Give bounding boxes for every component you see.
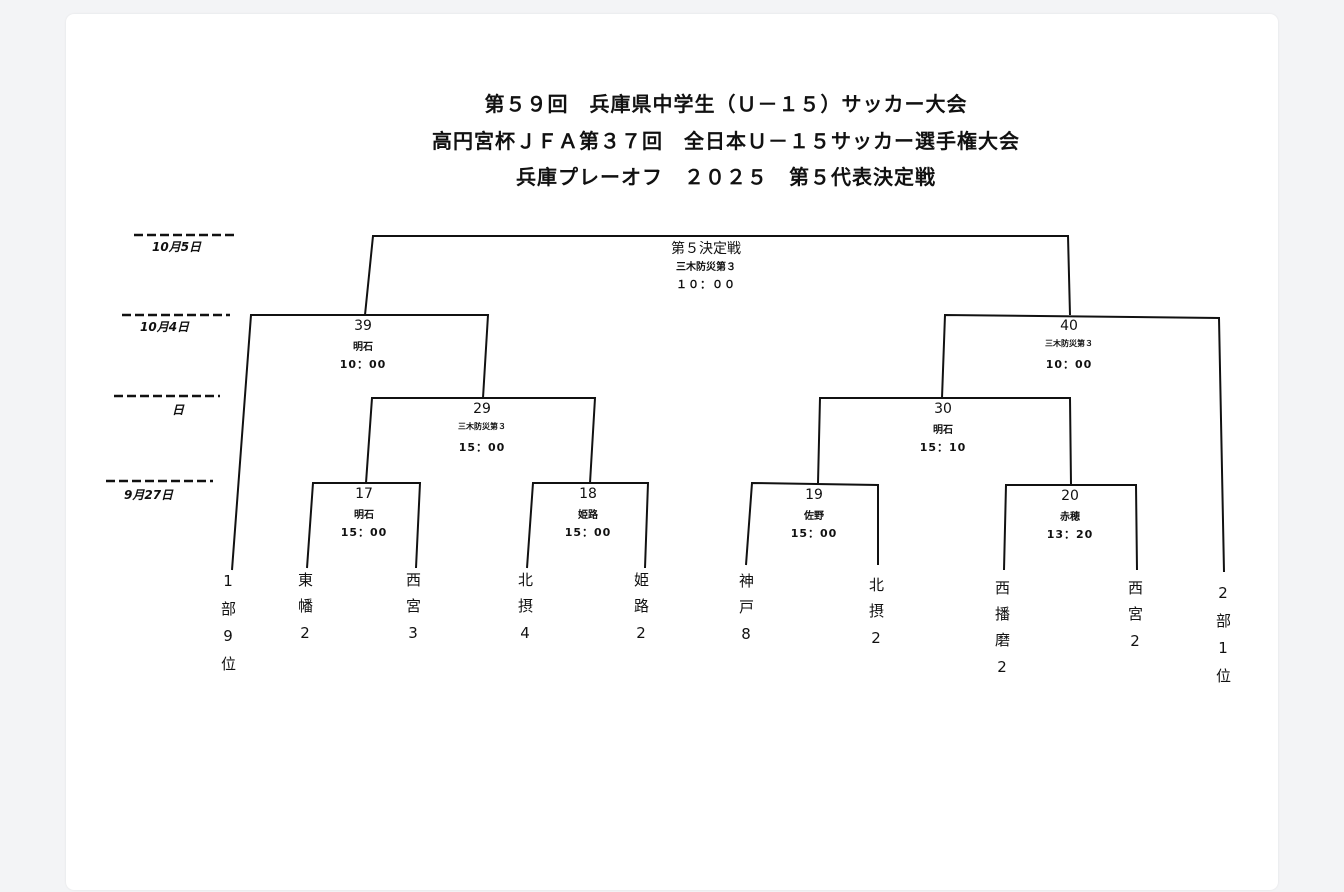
date-label-round-2: 日 xyxy=(172,403,185,417)
match-venue: 赤穂 xyxy=(1060,512,1080,523)
match-30: 30 明石 15：10 xyxy=(873,401,1013,455)
match-17: 17 明石 15：00 xyxy=(294,486,434,540)
match-number: 17 xyxy=(355,486,373,502)
title-line-3: 兵庫プレーオフ ２０２５ 第５代表決定戦 xyxy=(516,165,936,189)
match-number: 39 xyxy=(354,318,372,334)
team-nishinomiya-2: 西宮2 xyxy=(1126,580,1144,661)
team-touban-2: 東幡2 xyxy=(296,572,314,653)
match-29: 29 三木防災第３ 15：00 xyxy=(412,401,552,455)
match-time: 15：00 xyxy=(340,526,388,539)
team-kobe-8: 神戸8 xyxy=(737,573,755,654)
match-20: 20 赤穂 13：20 xyxy=(1000,488,1140,542)
match-number: 20 xyxy=(1061,488,1079,504)
match-number: 40 xyxy=(1060,318,1078,334)
match-number: 第５決定戦 xyxy=(671,241,741,257)
match-time: 15：00 xyxy=(458,441,506,454)
date-label-round-1: 9月27日 xyxy=(124,488,174,502)
team-1bu-9i: 1部9位 xyxy=(219,572,237,682)
match-time: 15：00 xyxy=(790,527,838,540)
team-2bu-1i: 2部1位 xyxy=(1214,584,1232,694)
match-time: 10：00 xyxy=(1045,358,1093,371)
date-label-round-4: 10月5日 xyxy=(152,240,202,254)
match-venue: 明石 xyxy=(353,342,373,353)
match-time: １０：００ xyxy=(676,278,736,291)
match-venue: 三木防災第３ xyxy=(458,422,506,431)
match-number: 30 xyxy=(934,401,952,417)
match-18: 18 姫路 15：00 xyxy=(518,486,658,540)
match-number: 29 xyxy=(473,401,491,417)
team-hokusetsu-4: 北摂4 xyxy=(516,572,534,653)
team-nishinomiya-3: 西宮3 xyxy=(404,572,422,653)
match-venue: 三木防災第３ xyxy=(676,262,736,273)
title-line-2: 高円宮杯ＪＦＡ第３７回 全日本Ｕ－１５サッカー選手権大会 xyxy=(432,129,1020,153)
match-venue: 三木防災第３ xyxy=(1045,339,1093,348)
match-time: 13：20 xyxy=(1046,528,1094,541)
bracket-card xyxy=(66,14,1278,890)
team-himeji-2: 姫路2 xyxy=(632,572,650,653)
match-time: 15：10 xyxy=(919,441,967,454)
match-time: 10：00 xyxy=(339,358,387,371)
match-venue: 姫路 xyxy=(578,510,598,521)
match-39: 39 明石 10：00 xyxy=(293,318,433,372)
match-venue: 佐野 xyxy=(804,511,824,522)
match-number: 19 xyxy=(805,487,823,503)
team-nishiharima-2: 西播磨2 xyxy=(993,580,1011,687)
match-40: 40 三木防災第３ 10：00 xyxy=(999,318,1139,372)
match-number: 18 xyxy=(579,486,597,502)
match-19: 19 佐野 15：00 xyxy=(744,487,884,541)
date-label-round-3: 10月4日 xyxy=(140,320,190,334)
match-time: 15：00 xyxy=(564,526,612,539)
match-venue: 明石 xyxy=(354,510,374,521)
match-venue: 明石 xyxy=(933,425,953,436)
team-hokusetsu-2: 北摂2 xyxy=(867,577,885,658)
match-final: 第５決定戦 三木防災第３ １０：００ xyxy=(636,238,776,292)
title-line-1: 第５９回 兵庫県中学生（Ｕ－１５）サッカー大会 xyxy=(484,92,968,116)
